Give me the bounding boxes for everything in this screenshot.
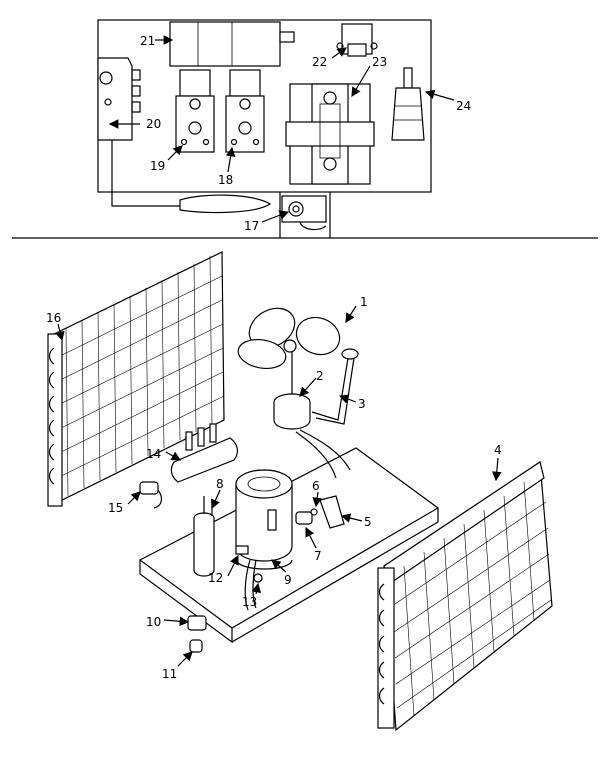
callout-1: 1 [360, 295, 368, 309]
callout-16: 16 [46, 311, 61, 325]
callout-21: 21 [140, 34, 155, 48]
valve-part-7 [295, 511, 313, 525]
fan-blade-part [237, 307, 341, 370]
accumulator-part [193, 496, 215, 577]
callout-14: 14 [146, 447, 161, 461]
fitting-part-15 [139, 481, 163, 509]
switch-part-18 [225, 69, 265, 153]
fitting-part-13 [253, 573, 263, 583]
condenser-coil-left [47, 251, 225, 507]
terminal-part [281, 195, 327, 231]
callout-leaders [55, 35, 502, 667]
switch-part-19 [175, 69, 215, 153]
fitting-part-12 [235, 545, 249, 555]
capacitor-part [169, 21, 295, 67]
condenser-coil-right [377, 460, 553, 732]
callout-9: 9 [284, 573, 292, 587]
callout-19: 19 [150, 159, 165, 173]
callout-2: 2 [316, 369, 324, 383]
callout-11: 11 [162, 667, 177, 681]
callout-18: 18 [218, 173, 233, 187]
control-box-part [97, 57, 272, 214]
callout-24: 24 [456, 99, 471, 113]
callout-13: 13 [242, 595, 257, 609]
callout-17: 17 [244, 219, 259, 233]
contactor-part [285, 83, 375, 185]
callout-22: 22 [312, 55, 327, 69]
fitting-part-10 [187, 615, 207, 631]
callout-4: 4 [494, 443, 502, 457]
bracket-part-5 [319, 495, 345, 529]
callout-7: 7 [314, 549, 322, 563]
callout-12: 12 [208, 571, 223, 585]
callout-20: 20 [146, 117, 161, 131]
callout-labels: 1 2 3 4 5 6 7 8 9 10 11 12 13 14 15 16 1… [46, 34, 502, 681]
callout-3: 3 [358, 397, 366, 411]
callout-23: 23 [372, 55, 387, 69]
fan-motor-part [273, 352, 351, 479]
callout-5: 5 [364, 515, 372, 529]
callout-8: 8 [216, 477, 224, 491]
relay-part [336, 23, 378, 57]
compressor-part [235, 469, 293, 570]
motor-bracket-part [311, 348, 359, 425]
reversing-valve-part [170, 423, 239, 483]
callout-15: 15 [108, 501, 123, 515]
callout-6: 6 [312, 479, 320, 493]
fitting-part-11 [189, 639, 203, 653]
callout-10: 10 [146, 615, 161, 629]
thermostat-part [391, 67, 425, 141]
